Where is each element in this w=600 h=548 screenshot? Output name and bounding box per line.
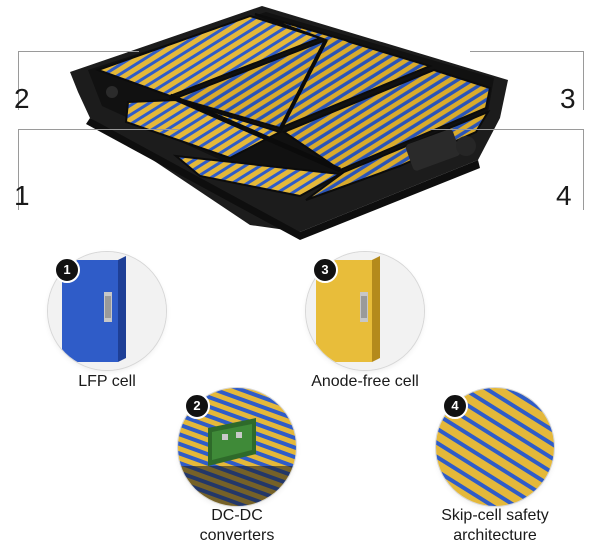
callout-label-skip-cell-line2: architecture bbox=[453, 527, 537, 544]
callout-badge-2: 2 bbox=[184, 393, 210, 419]
callout-label-dc-dc-line1: DC-DC bbox=[211, 507, 263, 524]
module-bottom-left bbox=[172, 154, 344, 198]
guide-bracket-left-upper bbox=[18, 51, 139, 110]
guide-bracket-right-lower bbox=[430, 129, 584, 210]
callout-badge-1: 1 bbox=[54, 257, 80, 283]
guide-bracket-right-upper bbox=[470, 51, 584, 110]
connector-block bbox=[405, 129, 461, 171]
callout-label-lfp-cell: LFP cell bbox=[78, 373, 136, 390]
callout-badge-4: 4 bbox=[442, 393, 468, 419]
callout-label-anode-free-cell: Anode-free cell bbox=[311, 373, 419, 390]
pack-number-2: 2 bbox=[14, 83, 30, 114]
module-top-right bbox=[172, 13, 433, 130]
pack-number-4: 4 bbox=[556, 180, 572, 211]
callout-label-dc-dc-line2: converters bbox=[199, 527, 275, 544]
pack-number-1: 1 bbox=[14, 180, 30, 211]
callout-anode-free-cell bbox=[306, 252, 424, 370]
guide-bracket-left-lower bbox=[18, 129, 179, 210]
module-mid-left bbox=[124, 98, 283, 160]
pack-number-3: 3 bbox=[560, 83, 576, 114]
battery-pack-illustration bbox=[70, 6, 508, 240]
callout-label-skip-cell-line1: Skip-cell safety bbox=[441, 507, 549, 524]
callout-badge-3: 3 bbox=[312, 257, 338, 283]
